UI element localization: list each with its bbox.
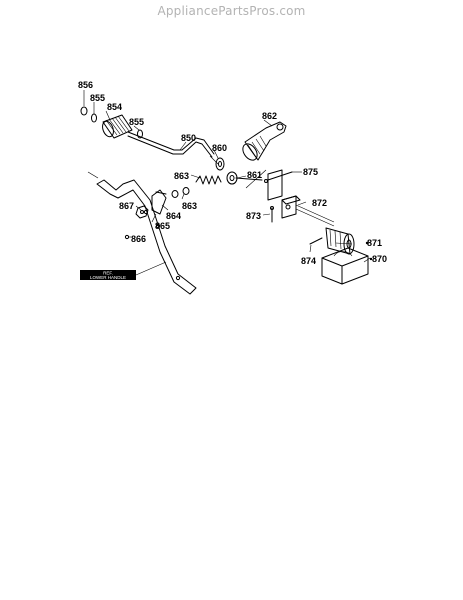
washer-855-right — [137, 129, 143, 139]
tag-line-2: LOWER HANDLE — [90, 275, 126, 280]
nut-867 — [135, 205, 149, 219]
label-867: 867 — [119, 201, 134, 211]
coupler-862 — [242, 121, 287, 161]
label-862: 862 — [262, 111, 277, 121]
label-864: 864 — [166, 211, 181, 221]
leader-lines — [83, 90, 371, 263]
label-856: 856 — [78, 80, 93, 90]
knob-854 — [102, 114, 133, 139]
label-861: 861 — [247, 170, 262, 180]
label-863-upper: 863 — [174, 171, 189, 181]
pin-874 — [309, 237, 323, 245]
washer-856 — [80, 106, 88, 116]
label-871: 871 — [367, 238, 382, 248]
part-labels: 856 855 854 855 850 862 860 863 861 875 … — [78, 80, 387, 266]
screw-873 — [270, 206, 274, 223]
link-rod — [235, 169, 267, 189]
bracket-872 — [267, 169, 335, 227]
label-872: 872 — [312, 198, 327, 208]
label-854: 854 — [107, 102, 122, 112]
shaft-850 — [127, 131, 219, 165]
cylinder-871 — [325, 227, 355, 255]
screw-875 — [264, 171, 293, 183]
yoke-860 — [215, 157, 225, 171]
spring-863 — [195, 175, 222, 185]
label-863-lower: 863 — [182, 201, 197, 211]
label-865: 865 — [155, 221, 170, 231]
tag-line-1: REF. — [103, 271, 113, 276]
ref-lower-handle-tag: REF. LOWER HANDLE — [80, 261, 167, 280]
base-block-870 — [321, 247, 369, 285]
label-850: 850 — [181, 133, 196, 143]
label-860: 860 — [212, 143, 227, 153]
label-855-lower: 855 — [129, 117, 144, 127]
label-875: 875 — [303, 167, 318, 177]
label-873: 873 — [246, 211, 261, 221]
label-866: 866 — [131, 234, 146, 244]
clip-864 — [151, 189, 167, 215]
washer-863-lower — [171, 187, 190, 198]
label-870: 870 — [372, 254, 387, 264]
washer-855-left — [91, 113, 97, 123]
label-855-upper: 855 — [90, 93, 105, 103]
label-874: 874 — [301, 256, 316, 266]
lower-handle — [87, 171, 197, 295]
site-watermark: AppliancePartsPros.com — [157, 4, 306, 18]
